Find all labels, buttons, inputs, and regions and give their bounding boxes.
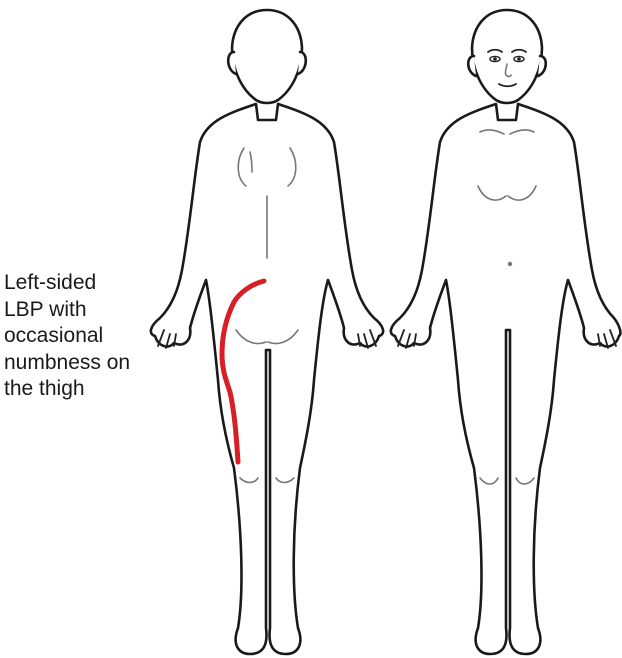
back-body-outline — [151, 104, 383, 654]
body-back-view — [151, 10, 383, 654]
back-head — [232, 10, 302, 103]
front-head — [472, 10, 542, 103]
front-body-outline — [391, 104, 621, 654]
body-front-view — [391, 10, 621, 654]
front-right-pupil — [517, 57, 521, 61]
front-navel — [508, 262, 512, 266]
front-left-pupil — [493, 57, 497, 61]
